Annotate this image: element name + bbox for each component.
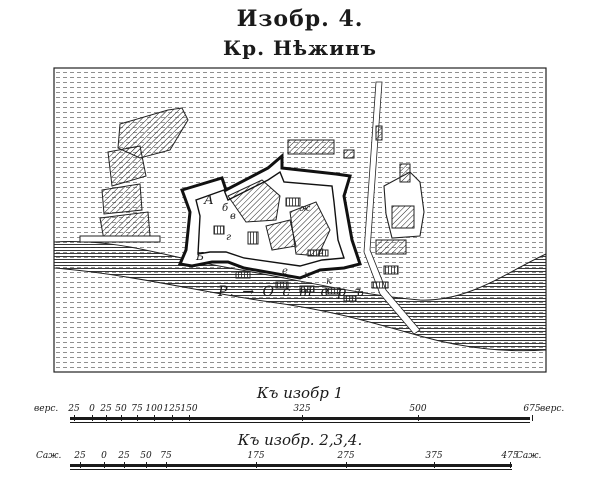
scale2-bar <box>70 464 512 467</box>
scale1-tick-mark <box>418 415 419 421</box>
building-block <box>107 145 147 187</box>
label-g: г <box>226 232 232 243</box>
label-bastion-b: Б <box>196 250 205 263</box>
label-k2: к <box>326 276 332 287</box>
scale1-tick-mark <box>154 415 155 421</box>
scale1-tick-4: 75 <box>131 404 143 414</box>
building-block <box>289 201 331 257</box>
scale2-tick-mark <box>510 462 511 468</box>
river-label: Р. → О с т е р ъ <box>218 284 366 300</box>
scale1-tick-3: 50 <box>115 404 127 414</box>
scale2-tick-6: 275 <box>337 451 355 461</box>
scale2-tick-2: 25 <box>118 451 130 461</box>
building <box>213 225 225 235</box>
scale1-unit-right: верс. <box>540 404 565 414</box>
label-a: а <box>318 246 324 257</box>
building <box>375 239 407 255</box>
scale2-unit-right: Саж. <box>516 451 542 461</box>
label-e: е <box>282 266 288 277</box>
scale2-tick-mark <box>104 462 105 468</box>
building <box>79 235 161 243</box>
scale2-unit-left: Саж. <box>36 451 62 461</box>
building <box>371 281 389 289</box>
scale2-tick-3: 50 <box>140 451 152 461</box>
building <box>307 249 329 257</box>
scale2-tick-1: 0 <box>101 451 107 461</box>
map-title: Кр. Нѣжинъ <box>222 36 378 60</box>
label-bastion-a: А <box>204 193 214 208</box>
scale2-tick-0: 25 <box>74 451 86 461</box>
scale1-tick-8: 325 <box>293 404 311 414</box>
building <box>247 231 259 245</box>
scale1-tick-mark <box>532 415 533 421</box>
scale1-tick-10: 675 <box>523 404 541 414</box>
scale1-tick-mark <box>189 415 190 421</box>
label-v: в <box>230 211 236 222</box>
scale1-tick-mark <box>121 415 122 421</box>
scale1-tick-mark <box>106 415 107 421</box>
scale2-tick-8: 475 <box>501 451 519 461</box>
scale1-tick-9: 500 <box>409 404 427 414</box>
scale1-bar <box>70 417 530 420</box>
building <box>375 125 383 141</box>
building <box>343 149 355 159</box>
scale2-tick-mark <box>346 462 347 468</box>
building-block <box>101 183 143 215</box>
scale1-tick-1: 0 <box>89 404 95 414</box>
scale2-tick-mark <box>166 462 167 468</box>
scale1-tick-5: 100 <box>145 404 163 414</box>
scale1-tick-6: 125 <box>163 404 181 414</box>
scale1-tick-mark <box>302 415 303 421</box>
building <box>299 285 315 293</box>
scale2-label: Къ изобр. 2,3,4. <box>237 431 363 449</box>
scale1-bar-thin <box>70 422 530 423</box>
scale2-tick-7: 375 <box>425 451 443 461</box>
scale1-tick-2: 25 <box>100 404 112 414</box>
figure-number: Изобр. 4. <box>236 6 364 32</box>
scale1-tick-7: 150 <box>180 404 198 414</box>
scale1-unit-left: верс. <box>34 404 59 414</box>
scale2-tick-5: 175 <box>247 451 265 461</box>
scale2-tick-mark <box>80 462 81 468</box>
building <box>275 281 289 289</box>
building <box>325 287 341 295</box>
building-block <box>265 219 297 251</box>
scale1-tick-mark <box>92 415 93 421</box>
scale2-tick-mark <box>124 462 125 468</box>
scale1-tick-mark <box>74 415 75 421</box>
building <box>287 139 335 155</box>
scale1-tick-0: 25 <box>68 404 80 414</box>
scale2-bar-thin <box>70 469 512 470</box>
building <box>391 205 415 229</box>
building <box>399 163 411 183</box>
scale2-tick-mark <box>146 462 147 468</box>
building <box>235 271 251 279</box>
scale2-tick-4: 75 <box>160 451 172 461</box>
label-zh: ж <box>300 204 311 214</box>
building <box>285 197 301 207</box>
scale2-tick-mark <box>256 462 257 468</box>
label-k: к <box>304 270 310 281</box>
scale1-label: Къ изобр 1 <box>256 384 344 402</box>
scale2-tick-mark <box>434 462 435 468</box>
label-b: б <box>222 203 229 214</box>
scale1-tick-mark <box>172 415 173 421</box>
river-oster <box>53 240 547 352</box>
building <box>383 265 399 275</box>
scale1-tick-mark <box>137 415 138 421</box>
building <box>343 295 357 302</box>
building-block <box>227 179 281 223</box>
